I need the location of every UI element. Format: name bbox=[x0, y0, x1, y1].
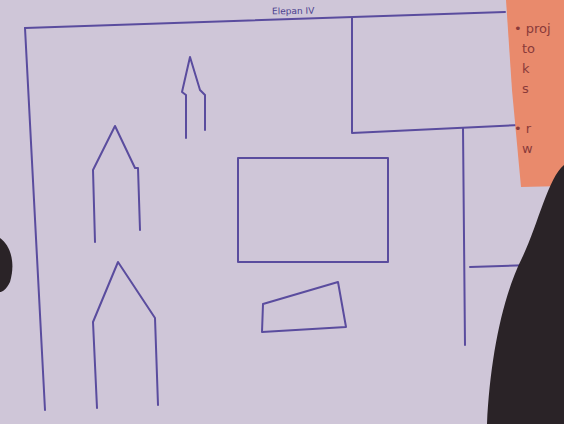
note-text: k bbox=[522, 62, 530, 76]
note-text: to bbox=[522, 42, 535, 56]
arrow-shape bbox=[93, 126, 140, 242]
corner-room bbox=[352, 18, 520, 133]
person-silhouette bbox=[487, 165, 564, 424]
note-text: s bbox=[522, 82, 529, 96]
divider-line bbox=[463, 128, 465, 345]
outer-border-left bbox=[25, 28, 45, 410]
outer-border-top bbox=[25, 12, 505, 28]
note-text: • r bbox=[514, 122, 531, 136]
note-text: • proj bbox=[514, 22, 551, 36]
sticky-note bbox=[506, 0, 564, 187]
note-text: w bbox=[522, 142, 533, 156]
arrow-shape bbox=[93, 262, 158, 408]
sketch-title: Elepan IV bbox=[272, 7, 314, 18]
person-silhouette bbox=[0, 238, 12, 292]
arrow-shape bbox=[182, 57, 205, 138]
center-rectangle bbox=[238, 158, 388, 262]
small-trapezoid bbox=[262, 282, 346, 332]
